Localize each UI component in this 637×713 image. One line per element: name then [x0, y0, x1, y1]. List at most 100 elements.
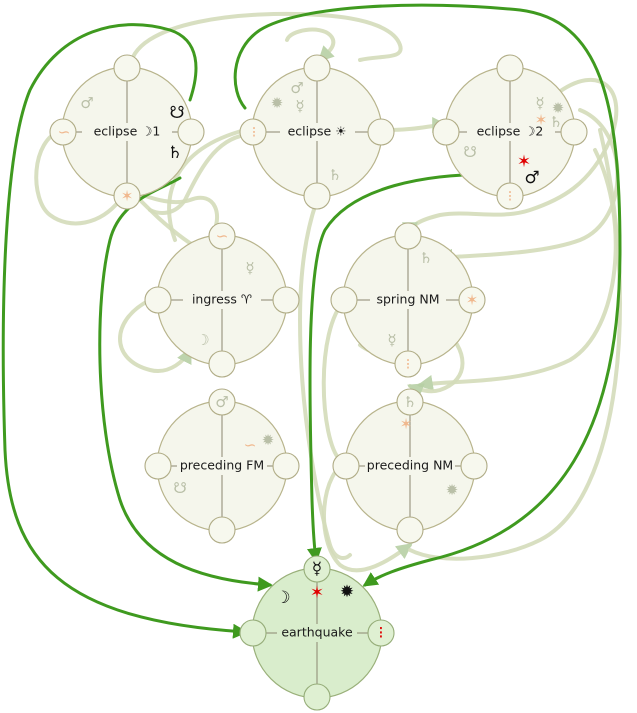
moon-icon: ☽	[275, 588, 290, 608]
mercury-icon: ☿	[295, 97, 304, 115]
faint-edge	[322, 458, 413, 573]
spiral-icon: ∽	[216, 227, 229, 245]
node-label: earthquake	[281, 625, 353, 640]
node-eclipse-sun[interactable]: eclipse ☀ ♂ ✹ ☿ ♄ ⁝	[239, 54, 395, 210]
spiral-icon: ∽	[58, 123, 71, 141]
node-label: spring NM	[376, 292, 439, 307]
port-east[interactable]	[560, 118, 588, 146]
port-north[interactable]	[396, 388, 424, 416]
port-south[interactable]	[208, 516, 236, 544]
node-label: eclipse ☽2	[477, 124, 544, 139]
node-icon: ☋	[173, 479, 186, 497]
node-preceding-fm[interactable]: preceding FM ♂ ∽ ✹ ☋	[144, 388, 300, 544]
spark-icon: ✶	[121, 187, 134, 205]
port-south[interactable]	[496, 182, 524, 210]
node-eclipse-1[interactable]: eclipse ☽1 ♂ ☋ ♄ ∽ ✶	[49, 54, 205, 210]
faint-edge	[34, 128, 122, 226]
node-spring-nm[interactable]: spring NM ♄ ✶ ☿ ⁝	[330, 222, 486, 378]
saturn-icon: ♄	[167, 143, 182, 163]
dots-icon: ⁝	[378, 623, 383, 643]
faint-edge	[402, 77, 619, 239]
strong-edge-mars-to-earthquake	[306, 172, 522, 563]
sun-icon: ✹	[340, 582, 354, 602]
strong-edge-eclipse1-to-earthquake	[1, 23, 248, 639]
mercury-icon: ☿	[535, 94, 544, 112]
dots-icon: ⁝	[508, 187, 513, 205]
faint-edge	[118, 298, 192, 373]
node-label: preceding NM	[367, 458, 453, 473]
port-west[interactable]	[239, 619, 267, 647]
port-north[interactable]	[303, 555, 331, 583]
port-north[interactable]	[113, 54, 141, 82]
sun-icon: ✹	[552, 99, 565, 117]
saturn-icon: ♄	[328, 166, 341, 184]
dots-icon: ⁝	[406, 355, 411, 373]
port-west[interactable]	[239, 118, 267, 146]
mars-icon: ♂	[290, 79, 303, 97]
mars-icon: ♂	[80, 94, 93, 112]
port-south[interactable]	[394, 350, 422, 378]
mercury-icon: ☿	[312, 559, 322, 579]
node-icon: ☋	[169, 103, 184, 123]
port-west[interactable]	[432, 118, 460, 146]
spark-icon: ✶	[466, 291, 479, 309]
port-west[interactable]	[332, 452, 360, 480]
port-south[interactable]	[208, 350, 236, 378]
port-west[interactable]	[330, 286, 358, 314]
strong-edge-eclipse-to-earthquake	[233, 3, 622, 587]
faint-edge	[285, 27, 336, 63]
faint-edge	[167, 128, 247, 242]
mercury-icon: ☿	[387, 331, 396, 349]
sun-icon: ✹	[271, 94, 284, 112]
port-west[interactable]	[49, 118, 77, 146]
mars-icon: ♂	[524, 168, 539, 188]
node-label: eclipse ☽1	[94, 124, 161, 139]
node-earthquake[interactable]: earthquake ☿ ☽ ✶ ✹ ⁝	[239, 555, 395, 711]
node-label: eclipse ☀	[288, 124, 347, 139]
port-south[interactable]	[396, 516, 424, 544]
spark-icon: ✶	[310, 583, 324, 603]
node-ingress[interactable]: ingress ♈ ∽ ☿ ☽	[144, 222, 300, 378]
port-east[interactable]	[272, 452, 300, 480]
node-label: ingress ♈	[192, 292, 252, 307]
node-icon: ☋	[463, 143, 476, 161]
faint-edge	[436, 108, 620, 265]
port-west[interactable]	[144, 452, 172, 480]
node-eclipse-2[interactable]: eclipse ☽2 ☿ ✹ ♄ ✶ ☋ ✶ ♂ ⁝	[432, 54, 588, 210]
saturn-icon: ♄	[419, 249, 432, 267]
port-east[interactable]	[460, 452, 488, 480]
dots-icon: ⁝	[252, 123, 257, 141]
node-label: preceding FM	[180, 458, 264, 473]
moon-icon: ☽	[196, 331, 209, 349]
port-east[interactable]	[177, 118, 205, 146]
sun-icon: ✹	[446, 481, 459, 499]
port-south[interactable]	[113, 182, 141, 210]
spiral-icon: ∽	[244, 436, 257, 454]
port-east[interactable]	[367, 619, 395, 647]
spark-icon: ✶	[400, 415, 413, 433]
port-north[interactable]	[303, 54, 331, 82]
port-south[interactable]	[303, 683, 331, 711]
spark-icon: ✶	[535, 111, 548, 129]
faint-edge	[408, 128, 622, 561]
port-east[interactable]	[367, 118, 395, 146]
saturn-icon: ♄	[403, 393, 416, 411]
port-east[interactable]	[458, 286, 486, 314]
mercury-icon: ☿	[245, 259, 254, 277]
faint-edge	[128, 11, 403, 72]
saturn-icon: ♄	[549, 113, 562, 131]
port-north[interactable]	[394, 222, 422, 250]
port-north[interactable]	[496, 54, 524, 82]
port-north[interactable]	[208, 388, 236, 416]
port-north[interactable]	[208, 222, 236, 250]
spark-icon: ✶	[517, 152, 531, 172]
mars-icon: ♂	[215, 393, 228, 411]
sun-icon: ✹	[262, 431, 275, 449]
port-south[interactable]	[303, 182, 331, 210]
port-east[interactable]	[272, 286, 300, 314]
faint-edge	[407, 323, 465, 399]
node-preceding-nm[interactable]: preceding NM ♄ ✶ ✹	[332, 388, 488, 544]
port-west[interactable]	[144, 286, 172, 314]
